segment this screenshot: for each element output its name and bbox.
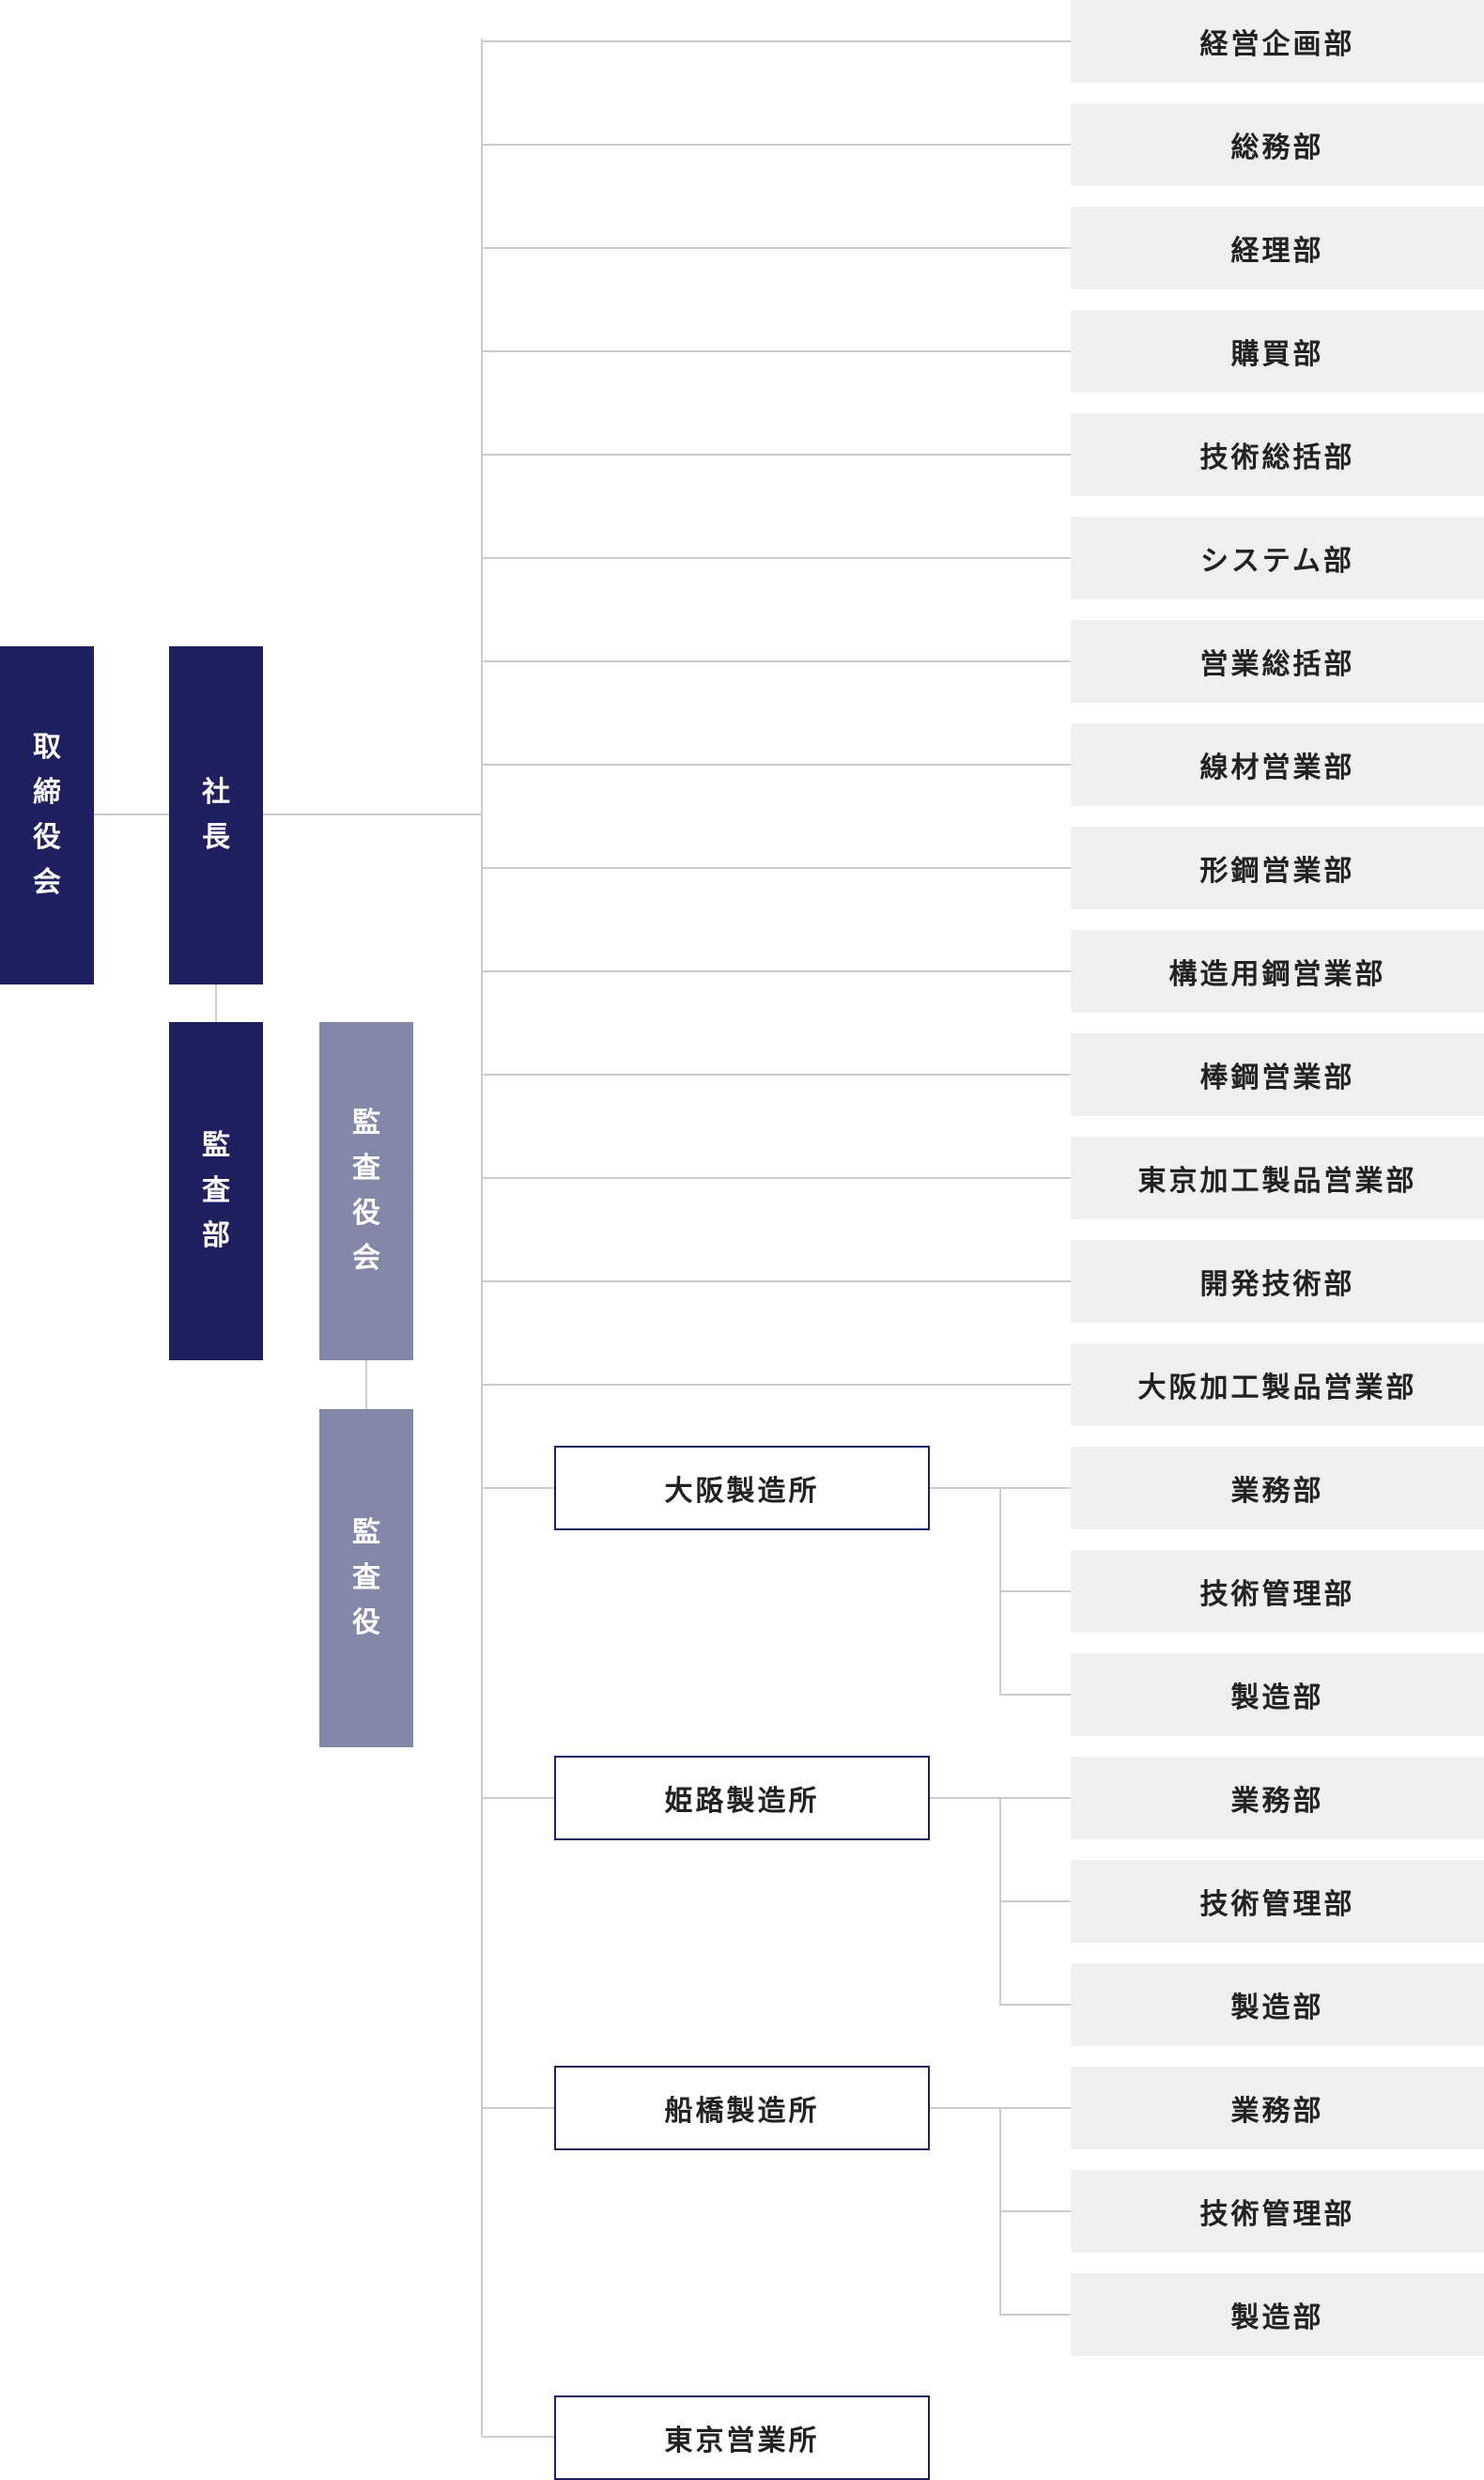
- department-box: 技術総括部: [1071, 413, 1484, 496]
- connector-trunk-dept: [482, 1177, 1071, 1179]
- box-char: 監: [352, 1516, 380, 1549]
- box-char: 締: [33, 776, 61, 809]
- plant-box: 大阪製造所: [554, 1446, 930, 1530]
- connector-plant-out: [930, 2107, 1001, 2109]
- connector-plant-sub: [999, 2210, 1071, 2212]
- box-char: 取: [33, 731, 61, 764]
- connector-president-audit: [215, 984, 217, 1022]
- box-char: 会: [352, 1242, 380, 1275]
- main-trunk: [481, 39, 483, 2437]
- box-char: 役: [352, 1197, 380, 1230]
- connector-auditboard-auditor: [365, 1360, 367, 1409]
- department-box: 経理部: [1071, 207, 1484, 289]
- department-box: 東京加工製品営業部: [1071, 1137, 1484, 1219]
- connector-trunk-dept: [482, 144, 1071, 146]
- board-of-directors-box: 取締役会: [0, 646, 94, 984]
- box-char: 会: [33, 866, 61, 899]
- connector-trunk-dept: [482, 867, 1071, 869]
- department-box: 技術管理部: [1071, 2170, 1484, 2253]
- connector-trunk-dept: [482, 557, 1071, 559]
- box-char: 役: [33, 821, 61, 854]
- connector-plant-out: [930, 1487, 1001, 1489]
- plant-box: 姫路製造所: [554, 1756, 930, 1840]
- audit-department-box: 監査部: [169, 1022, 263, 1360]
- connector-plant-sub: [999, 1487, 1071, 1489]
- president-box: 社長: [169, 646, 263, 984]
- department-box: 製造部: [1071, 2273, 1484, 2356]
- connector-plant-out: [930, 1797, 1001, 1799]
- connector-trunk-dept: [482, 660, 1071, 662]
- connector-plant-sub: [999, 1590, 1071, 1592]
- audit-board-box: 監査役会: [319, 1022, 413, 1360]
- connector-trunk-dept: [482, 1074, 1071, 1076]
- box-char: 役: [352, 1606, 380, 1639]
- department-box: 製造部: [1071, 1963, 1484, 2046]
- connector-board-president: [94, 814, 169, 815]
- connector-plant-sub: [999, 1797, 1071, 1799]
- connector-trunk-plant: [482, 1487, 554, 1489]
- department-box: 営業総括部: [1071, 620, 1484, 703]
- auditor-box: 監査役: [319, 1409, 413, 1747]
- connector-trunk-dept: [482, 1280, 1071, 1282]
- connector-trunk-dept: [482, 40, 1071, 42]
- department-box: 業務部: [1071, 1757, 1484, 1839]
- connector-trunk-office: [482, 2436, 554, 2438]
- connector-president-trunk: [263, 814, 483, 815]
- box-char: 査: [202, 1174, 230, 1207]
- department-box: 構造用鋼営業部: [1071, 930, 1484, 1013]
- box-char: 監: [202, 1129, 230, 1162]
- connector-trunk-plant: [482, 2107, 554, 2109]
- box-char: 査: [352, 1561, 380, 1594]
- box-char: 部: [202, 1219, 230, 1252]
- department-box: 開発技術部: [1071, 1240, 1484, 1323]
- sales-office-box: 東京営業所: [554, 2395, 930, 2480]
- department-box: 製造部: [1071, 1653, 1484, 1736]
- connector-trunk-dept: [482, 350, 1071, 352]
- box-char: 長: [202, 821, 230, 854]
- plant-box: 船橋製造所: [554, 2066, 930, 2150]
- connector-plant-sub: [999, 2107, 1071, 2109]
- department-box: 業務部: [1071, 1447, 1484, 1529]
- connector-plant-sub: [999, 2004, 1071, 2006]
- box-char: 社: [202, 776, 230, 809]
- department-box: 棒鋼営業部: [1071, 1033, 1484, 1116]
- department-box: 形鋼営業部: [1071, 827, 1484, 909]
- connector-plant-sub: [999, 1900, 1071, 1902]
- connector-trunk-plant: [482, 1797, 554, 1799]
- connector-trunk-dept: [482, 970, 1071, 972]
- box-char: 監: [352, 1107, 380, 1139]
- department-box: 大阪加工製品営業部: [1071, 1343, 1484, 1426]
- department-box: システム部: [1071, 517, 1484, 599]
- connector-trunk-dept: [482, 247, 1071, 249]
- department-box: 総務部: [1071, 103, 1484, 186]
- department-box: 業務部: [1071, 2067, 1484, 2149]
- department-box: 購買部: [1071, 310, 1484, 393]
- connector-plant-sub: [999, 2314, 1071, 2316]
- department-box: 技術管理部: [1071, 1550, 1484, 1633]
- department-box: 経営企画部: [1071, 0, 1484, 83]
- department-box: 技術管理部: [1071, 1860, 1484, 1943]
- connector-trunk-dept: [482, 764, 1071, 766]
- box-char: 査: [352, 1152, 380, 1185]
- connector-trunk-dept: [482, 1384, 1071, 1386]
- connector-trunk-dept: [482, 454, 1071, 456]
- department-box: 線材営業部: [1071, 723, 1484, 806]
- connector-plant-sub: [999, 1694, 1071, 1696]
